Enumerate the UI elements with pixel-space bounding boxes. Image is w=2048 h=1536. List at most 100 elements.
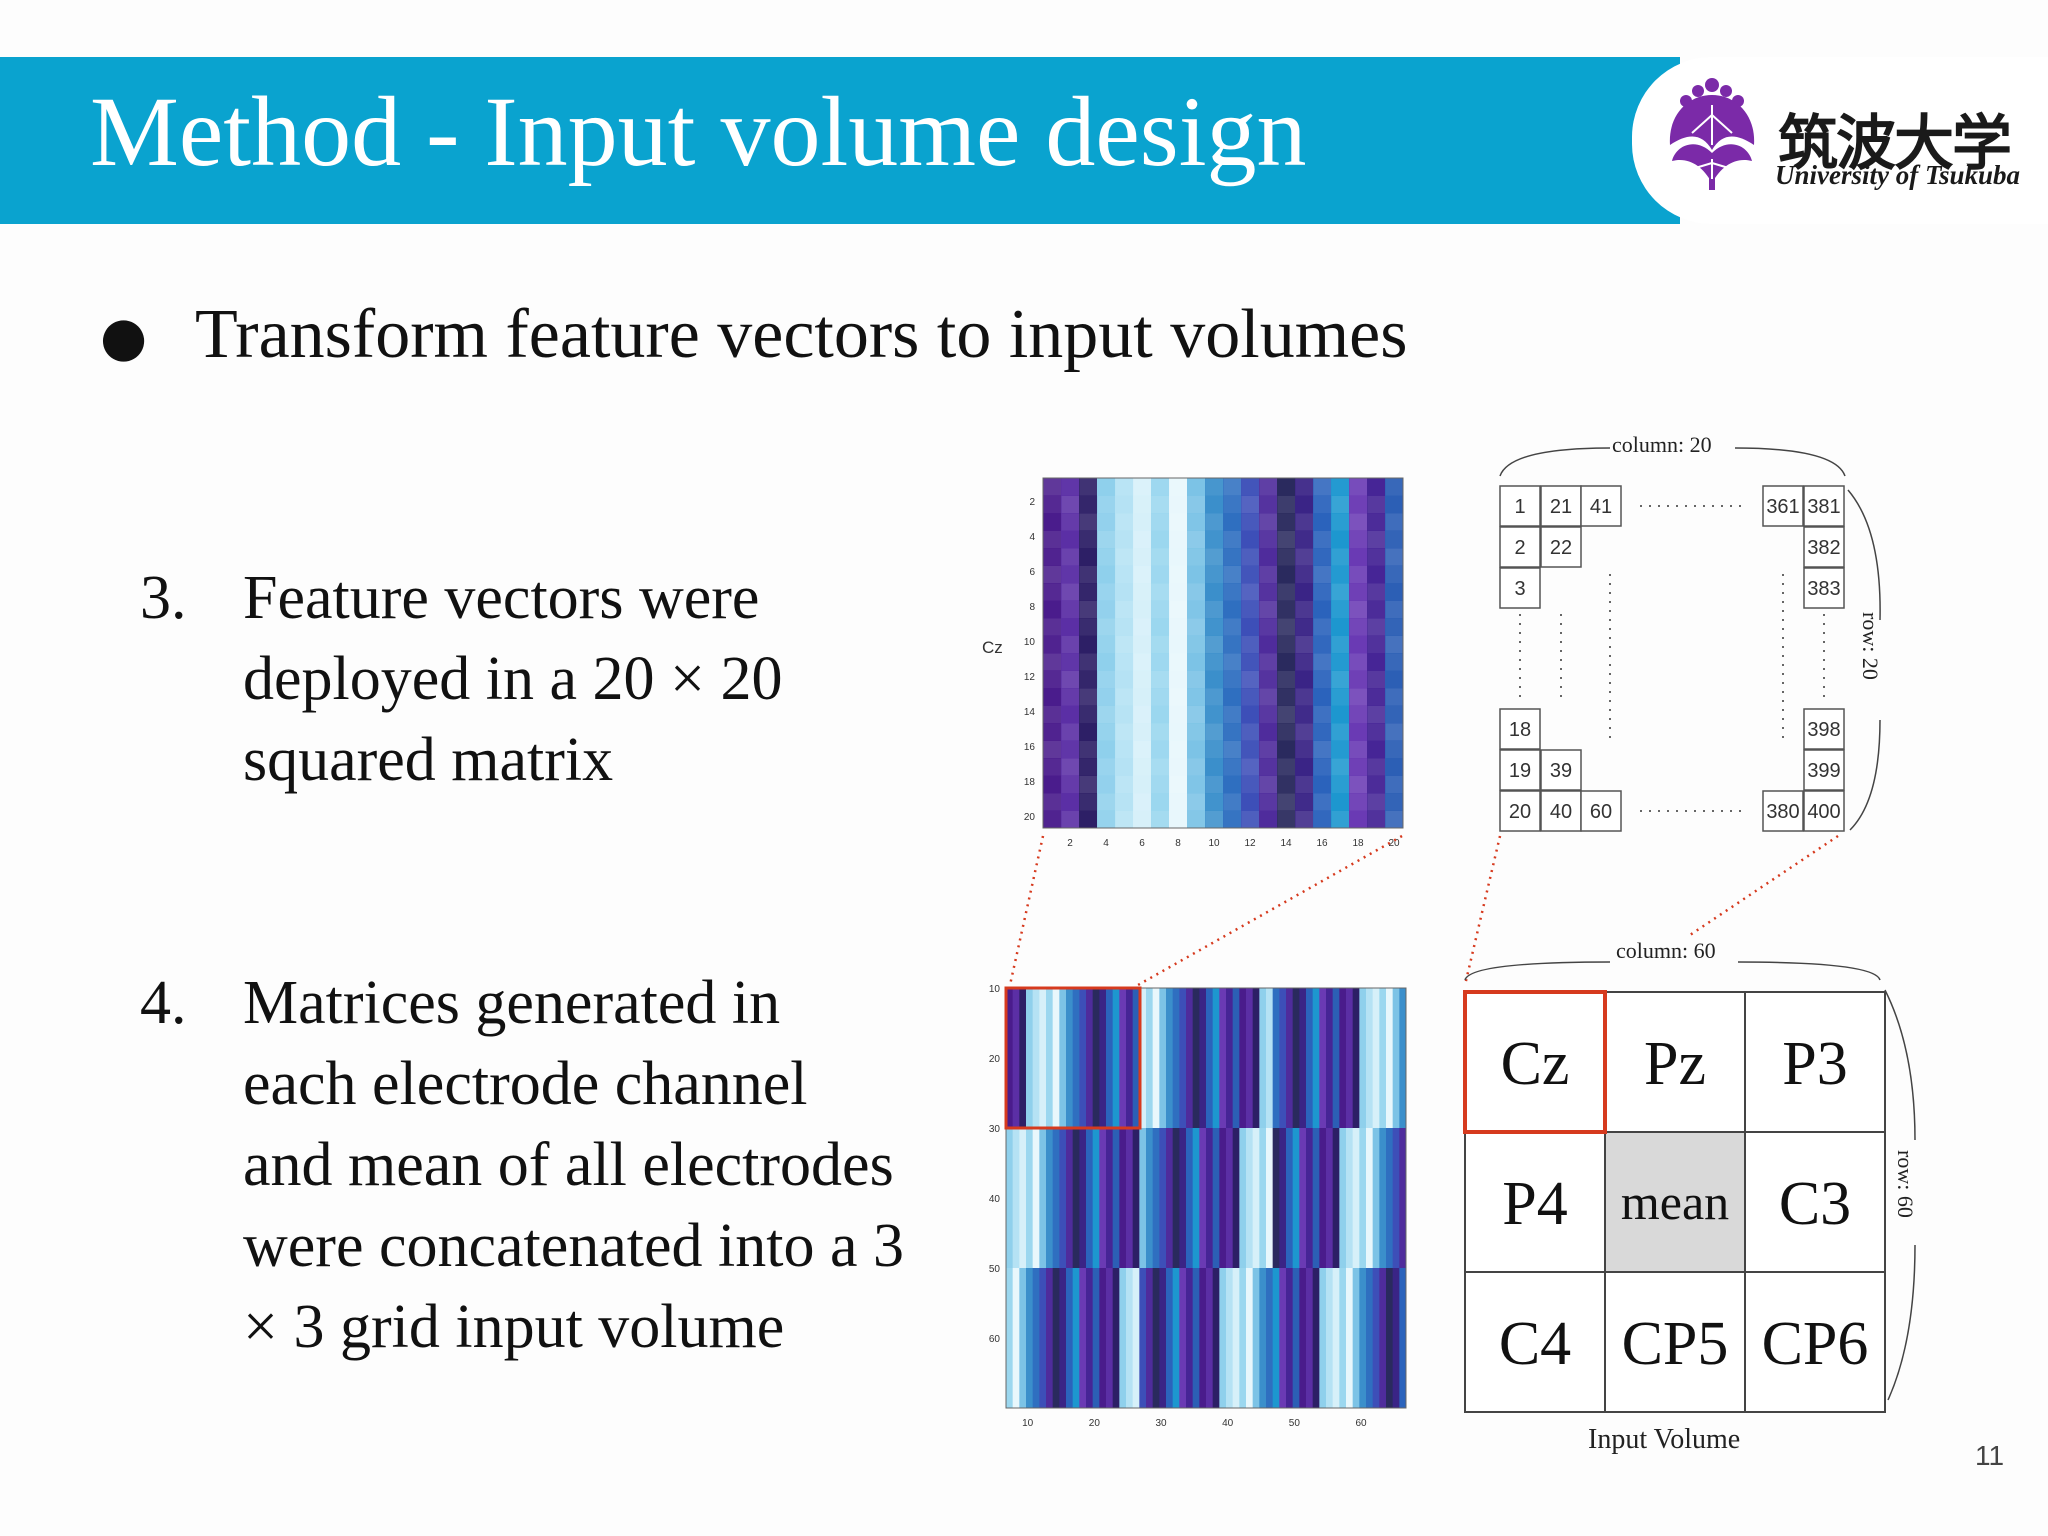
heatmap-cell [1385,670,1404,689]
heatmap-column [1306,1268,1314,1409]
volume-cell-label: CP6 [1762,1310,1869,1378]
heatmap-cell [1313,583,1332,601]
volume-cell-label: P4 [1502,1170,1567,1238]
heatmap-cell [1313,723,1332,741]
matrix-cell [1803,790,1845,832]
y-tick-label: 10 [1024,637,1036,648]
heatmap-cell [1385,758,1404,776]
heatmap-cell [1295,513,1314,531]
heatmap-cell [1187,600,1206,619]
heatmap-column [1259,1128,1267,1269]
heatmap-cell [1331,653,1350,671]
heatmap-column [1046,1268,1054,1409]
heatmap-cell [1079,793,1098,811]
heatmap-cell [1295,548,1314,566]
heatmap-cell [1187,810,1206,829]
heatmap-cell [1043,775,1062,794]
heatmap-cell [1079,478,1098,496]
heatmap-cell [1331,565,1350,584]
matrix-cell [1762,790,1804,832]
heatmap-column [1286,1268,1294,1409]
heatmap-column [1266,1268,1274,1409]
heatmap-cell [1223,478,1242,496]
item-line: Matrices generated in [243,969,781,1037]
heatmap-column [1366,1128,1374,1269]
heatmap-column [1392,988,1400,1129]
matrix-cell [1803,708,1845,750]
heatmap-cell [1205,495,1224,514]
volume-cell [1744,991,1886,1133]
heatmap-cell [1295,618,1314,636]
heatmap-cell [1313,478,1332,496]
heatmap-cell [1061,478,1080,496]
heatmap-column [1072,1268,1080,1409]
heatmap-column [1266,1128,1274,1269]
heatmap-cell [1169,688,1188,706]
heatmap-column [1259,1268,1267,1409]
heatmap-cell [1349,705,1368,724]
heatmap-cell [1223,653,1242,671]
x-tick-label: 10 [1208,838,1220,849]
heatmap-column [1332,1268,1340,1409]
heatmap-cell [1349,513,1368,531]
heatmap-column [1272,1268,1280,1409]
heatmap-column [1286,1128,1294,1269]
heatmap-cell [1277,548,1296,566]
heatmap-column [1166,1268,1174,1409]
heatmap-column [1292,1128,1300,1269]
heatmap-cell [1187,775,1206,794]
heatmap-cell [1277,723,1296,741]
heatmap-column [1012,1128,1020,1269]
heatmap-cell [1205,600,1224,619]
heatmap-column [1192,988,1200,1129]
heatmap-cell [1295,565,1314,584]
heatmap-column [1386,988,1394,1129]
heatmap-cell [1313,548,1332,566]
heatmap-cell [1385,600,1404,619]
heatmap-cell [1313,793,1332,811]
heatmap-column [1319,1128,1327,1269]
heatmap-column [1359,1268,1367,1409]
heatmap-column [1112,1128,1120,1269]
heatmap-cell [1169,758,1188,776]
heatmap-cell [1079,583,1098,601]
cz-highlight-box [1004,986,1142,1130]
heatmap-column [1106,1268,1114,1409]
heatmap-column [1032,988,1040,1129]
heatmap-cell [1205,793,1224,811]
heatmap-cell [1313,705,1332,724]
volume-cell [1604,991,1746,1133]
item-line: and mean of all electrodes [243,1131,894,1199]
heatmap-column [1399,1128,1407,1269]
heatmap-column [1352,988,1360,1129]
heatmap-cell [1241,670,1260,689]
heatmap-cell [1295,688,1314,706]
heatmap-cell [1115,635,1134,654]
heatmap-cell [1349,740,1368,759]
heatmap-cell [1115,775,1134,794]
heatmap-column [1306,988,1314,1129]
heatmap-cell [1295,775,1314,794]
tsukuba-emblem-icon [1669,78,1755,190]
heatmap-cell [1349,758,1368,776]
heatmap-cell [1313,618,1332,636]
heatmap-column [1272,988,1280,1129]
heatmap-cell [1241,513,1260,531]
heatmap-column [1332,988,1340,1129]
heatmap-column [1346,1268,1354,1409]
heatmap-cell [1385,740,1404,759]
matrix-cell-label: 398 [1807,719,1840,741]
heatmap-cell [1061,653,1080,671]
heatmap-cell [1187,478,1206,496]
matrix-cell-label: 20 [1509,801,1531,823]
volume-cell-label: P3 [1782,1030,1847,1098]
heatmap-cell [1385,618,1404,636]
heatmap-cell [1115,565,1134,584]
heatmap-cell [1133,513,1152,531]
heatmap-cell [1313,495,1332,514]
heatmap-cell [1061,688,1080,706]
heatmap-column [1319,1268,1327,1409]
x-tick-label: 6 [1139,838,1145,849]
